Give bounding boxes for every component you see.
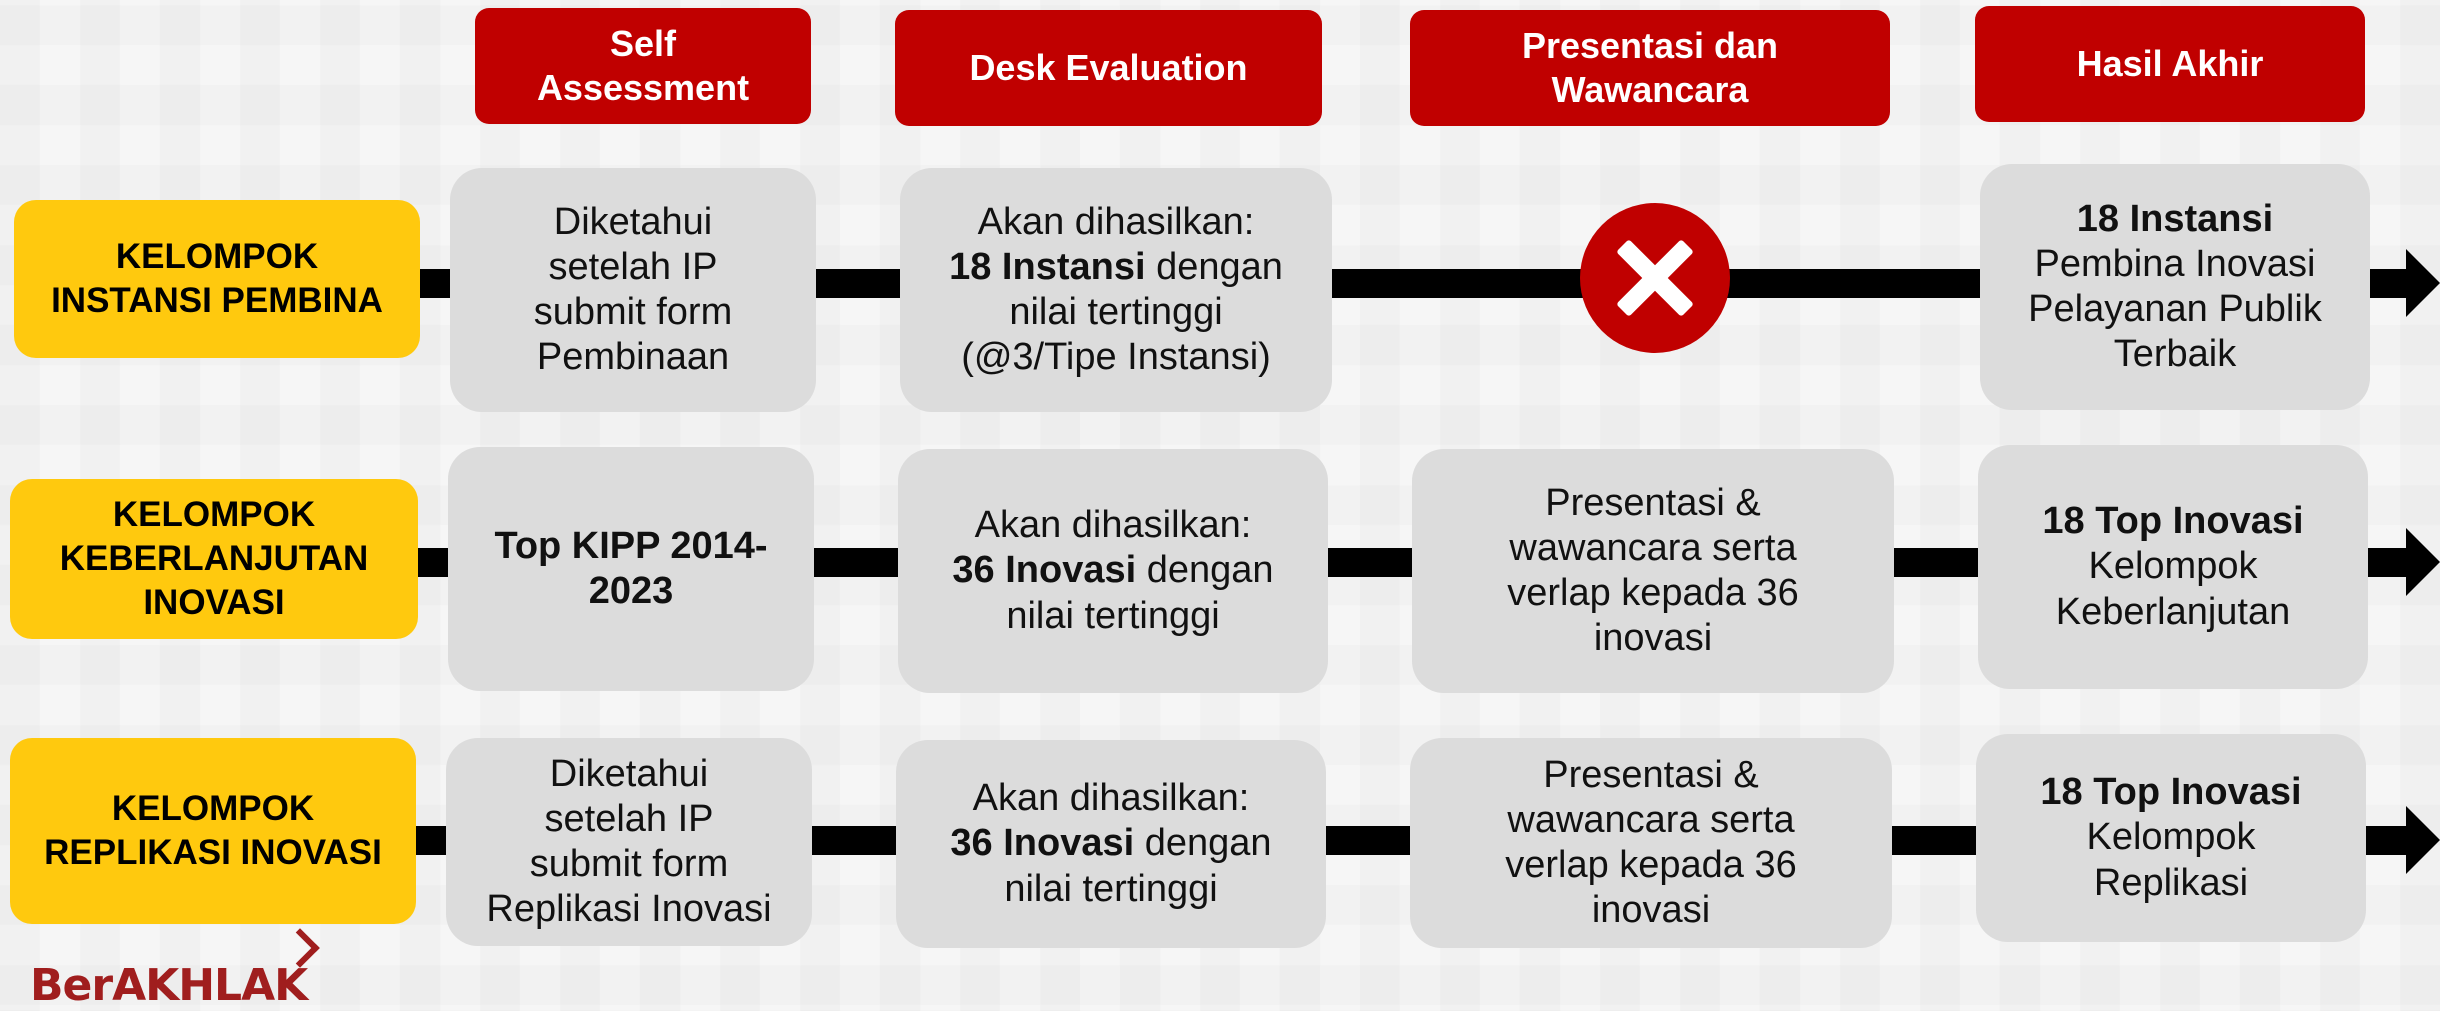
box-line: Akan dihasilkan:: [972, 777, 1250, 820]
box-line: Terbaik: [2113, 333, 2237, 376]
header-line: Desk Evaluation: [969, 47, 1248, 89]
box-bold-text: 18 Top Inovasi: [2042, 500, 2304, 543]
box-line: Kelompok: [2086, 816, 2256, 859]
header-line: Assessment: [536, 67, 750, 108]
box-line: Presentasi &: [1545, 481, 1761, 524]
box-line: nilai tertinggi: [1004, 867, 1218, 910]
header-line: Hasil Akhir: [2076, 43, 2264, 85]
group-line: KELOMPOK: [115, 237, 319, 277]
row2-hasil-akhir-box: 18 Top Inovasi Kelompok Keberlanjutan: [1978, 445, 2368, 689]
box-line: Keberlanjutan: [2055, 590, 2291, 633]
row2-self-assessment-box: Top KIPP 2014- 2023: [448, 447, 814, 691]
group-line: KELOMPOK: [112, 495, 316, 535]
box-line: nilai tertinggi: [1006, 594, 1220, 637]
box-line: dengan: [1145, 245, 1283, 288]
box-line: nilai tertinggi: [1009, 291, 1223, 333]
box-line: submit form: [529, 843, 729, 885]
logo: BerAKHLAK: [30, 960, 308, 1011]
group-line: REPLIKASI INOVASI: [44, 833, 382, 872]
group-line: KEBERLANJUTAN: [59, 539, 369, 579]
box-line: verlap kepada 36: [1507, 572, 1799, 614]
row2-presentasi-box: Presentasi & wawancara serta verlap kepa…: [1412, 449, 1894, 693]
box-line: Replikasi: [2093, 861, 2249, 904]
box-line: dengan: [1134, 822, 1272, 865]
box-line: Pembinaan: [536, 336, 730, 379]
box-line: Akan dihasilkan:: [974, 504, 1252, 547]
group-instansi-pembina: KELOMPOK INSTANSI PEMBINA: [14, 200, 420, 358]
box-line: (@3/Tipe Instansi): [961, 336, 1271, 379]
box-line: Diketahui: [549, 752, 709, 795]
box-line: Diketahui: [553, 200, 713, 243]
box-line: dengan: [1136, 549, 1274, 592]
box-bold-text: 18 Instansi: [949, 245, 1146, 288]
group-line: INOVASI: [143, 582, 285, 622]
box-bold-text: 2023: [588, 570, 674, 612]
group-line: INSTANSI PEMBINA: [51, 281, 383, 320]
box-line: submit form: [533, 291, 733, 333]
row2-desk-evaluation-box: Akan dihasilkan: 36 Inovasi dengan nilai…: [898, 449, 1328, 693]
box-line: setelah IP: [544, 797, 714, 840]
box-line: Presentasi &: [1543, 753, 1759, 796]
row1-self-assessment-box: Diketahui setelah IP submit form Pembina…: [450, 168, 816, 412]
arrow-right-icon: [2406, 249, 2440, 317]
box-line: wawancara serta: [1507, 798, 1795, 841]
box-line: Pelayanan Publik: [2028, 288, 2322, 330]
box-line: wawancara serta: [1509, 526, 1797, 569]
arrow-right-icon: [2406, 528, 2440, 596]
group-replikasi-inovasi: KELOMPOK REPLIKASI INOVASI: [10, 738, 416, 924]
box-line: Akan dihasilkan:: [977, 200, 1255, 243]
row1-hasil-akhir-box: 18 Instansi Pembina Inovasi Pelayanan Pu…: [1980, 164, 2370, 410]
box-line: Replikasi Inovasi: [486, 888, 772, 931]
header-line: Wawancara: [1551, 69, 1749, 110]
box-line: verlap kepada 36: [1505, 844, 1797, 886]
box-bold-text: 36 Inovasi: [952, 549, 1137, 592]
row3-presentasi-box: Presentasi & wawancara serta verlap kepa…: [1410, 738, 1892, 948]
arrow-right-icon: [2406, 806, 2440, 874]
box-bold-text: 36 Inovasi: [950, 822, 1135, 865]
header-desk-evaluation: Desk Evaluation: [895, 10, 1322, 126]
header-line: Presentasi dan: [1521, 25, 1779, 67]
row3-desk-evaluation-box: Akan dihasilkan: 36 Inovasi dengan nilai…: [896, 740, 1326, 948]
row3-hasil-akhir-box: 18 Top Inovasi Kelompok Replikasi: [1976, 734, 2366, 942]
row3-self-assessment-box: Diketahui setelah IP submit form Replika…: [446, 738, 812, 946]
box-line: inovasi: [1591, 889, 1711, 932]
box-line: Kelompok: [2088, 545, 2258, 588]
close-icon: [1580, 203, 1730, 353]
box-bold-text: Top KIPP 2014-: [494, 524, 768, 567]
box-line: setelah IP: [548, 245, 718, 288]
header-line: Self: [609, 23, 677, 65]
group-line: KELOMPOK: [111, 789, 315, 829]
box-line: inovasi: [1593, 617, 1713, 660]
box-line: Pembina Inovasi: [2034, 242, 2316, 285]
header-hasil-akhir: Hasil Akhir: [1975, 6, 2365, 122]
row1-desk-evaluation-box: Akan dihasilkan: 18 Instansi dengan nila…: [900, 168, 1332, 412]
box-bold-text: 18 Top Inovasi: [2040, 771, 2302, 814]
box-bold-text: 18 Instansi: [2076, 197, 2274, 240]
